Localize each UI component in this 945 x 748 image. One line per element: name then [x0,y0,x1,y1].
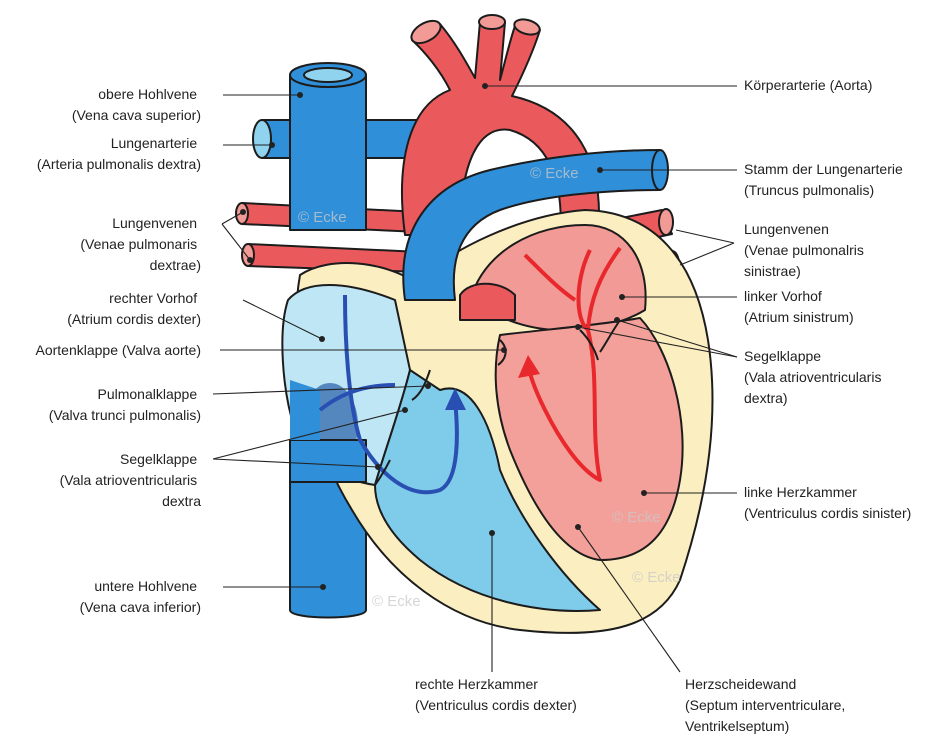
label-atrium-sinistrum: linker Vorhof (Atrium sinistrum) [744,288,854,325]
heart-illustration [235,14,714,634]
label-septum: Herzscheidewand (Septum interventricular… [685,676,849,734]
label-ventriculus-sinister: linke Herzkammer (Ventriculus cordis sin… [744,484,911,521]
watermark: © Ecke [530,165,579,182]
watermark: © Ecke [632,569,681,586]
label-arteria-pulmonalis: Lungenarterie (Arteria pulmonalis dextra… [37,135,201,172]
label-ventriculus-dexter: rechte Herzkammer (Ventriculus cordis de… [415,676,577,713]
watermarks: © Ecke © Ecke © Ecke © Ecke © Ecke [298,165,681,610]
label-aorta: Körperarterie (Aorta) [744,77,872,93]
left-ventricle [494,317,684,561]
label-venae-pulmonales-sinistrae: Lungenvenen (Venae pulmonalris sinistrae… [744,221,868,279]
label-vena-cava-superior: obere Hohlvene (Vena cava superior) [72,86,201,123]
watermark: © Ecke [612,509,661,526]
label-segelklappe-links: Segelklappe (Vala atrioventricularis dex… [744,348,885,406]
watermark: © Ecke [298,209,347,226]
watermark: © Ecke [372,593,421,610]
label-pulmonalklappe: Pulmonalklappe (Valva trunci pulmonalis) [49,386,201,423]
valves [374,319,621,486]
vena-cava [289,62,367,619]
labels-bottom: rechte Herzkammer (Ventriculus cordis de… [415,676,849,734]
labels-left: obere Hohlvene (Vena cava superior) Lung… [36,86,202,615]
label-vena-cava-inferior: untere Hohlvene (Vena cava inferior) [80,578,201,615]
leader-lines [212,83,738,673]
label-atrium-dexter: rechter Vorhof (Atrium cordis dexter) [67,290,201,327]
label-truncus-pulmonalis: Stamm der Lungenarterie (Truncus pulmona… [744,161,907,198]
right-ventricle [374,369,601,612]
flow-arrows [318,246,622,495]
label-venae-pulmonares-dextrae: Lungenvenen (Venae pulmonaris dextrae) [80,215,201,273]
label-aortenklappe: Aortenklappe (Valva aorte) [36,342,202,358]
label-segelklappe-rechts: Segelklappe (Vala atrioventricularis dex… [60,451,202,509]
labels-right: Körperarterie (Aorta) Stamm der Lungenar… [744,77,911,521]
